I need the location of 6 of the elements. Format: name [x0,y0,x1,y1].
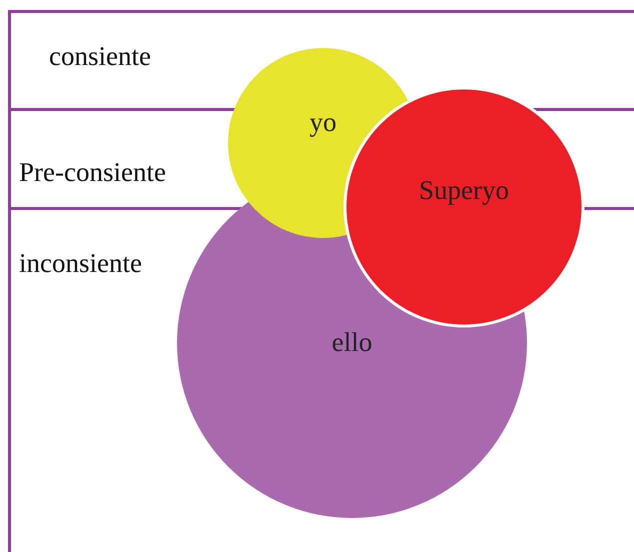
layer-label: Pre-consiente [19,157,166,188]
circle-label: yo [308,107,338,138]
circle-label: ello [330,327,374,358]
layer-label: inconsiente [19,248,142,279]
layer-label: consiente [49,41,151,72]
circle-label: Superyo [418,175,510,206]
